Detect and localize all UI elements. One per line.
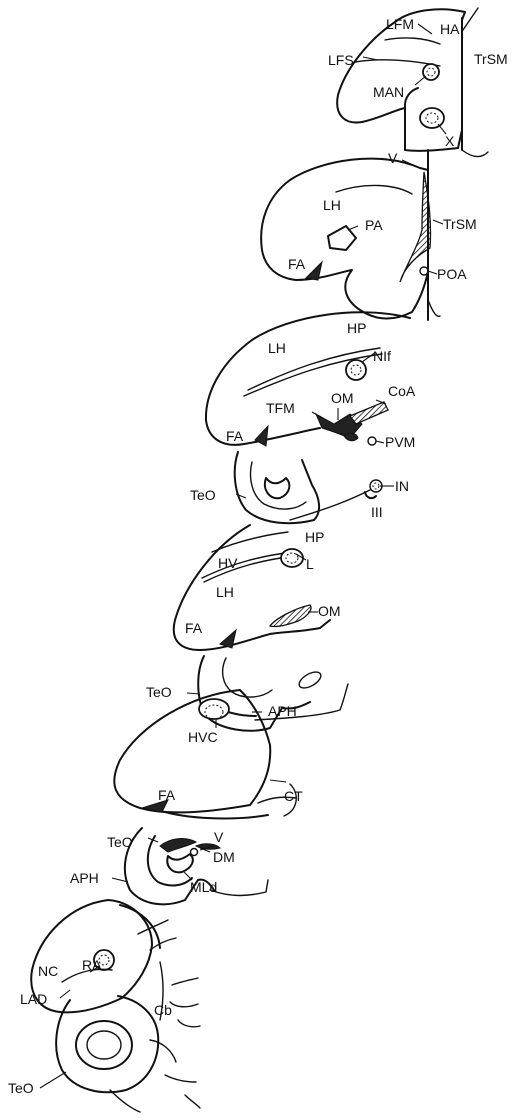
label-mld: MLd [190, 879, 217, 895]
label-fa-4: FA [158, 787, 176, 803]
label-v-1: V [388, 150, 398, 166]
label-fa-2: FA [226, 428, 244, 444]
label-lfm: LFM [386, 16, 414, 32]
section-5 [112, 684, 348, 904]
label-lh-1: LH [323, 197, 341, 213]
label-nc: NC [38, 963, 58, 979]
label-ra: RA [82, 957, 102, 973]
label-poa: POA [437, 266, 467, 282]
label-teo-1: TeO [190, 487, 216, 503]
label-lad: LAD [20, 991, 47, 1007]
label-hv: HV [218, 555, 238, 571]
label-man: MAN [373, 84, 404, 100]
label-teo-4: TeO [8, 1080, 34, 1096]
label-x: X [445, 133, 455, 149]
label-pa: PA [365, 217, 383, 233]
label-l: L [306, 556, 314, 572]
label-in: IN [395, 478, 409, 494]
label-trsm-2: TrSM [443, 216, 477, 232]
label-om-2: OM [318, 603, 341, 619]
label-cb: Cb [154, 1002, 172, 1018]
label-lfs: LFS [328, 52, 354, 68]
label-v-2: V [214, 829, 224, 845]
label-tfm: TFM [266, 400, 295, 416]
label-coa: CoA [388, 383, 416, 399]
label-lh-2: LH [268, 340, 286, 356]
label-aph-2: APH [70, 870, 99, 886]
label-dm: DM [213, 849, 235, 865]
label-pvm: PVM [385, 434, 415, 450]
label-ct: CT [284, 788, 303, 804]
label-iii: III [371, 504, 383, 520]
label-hp-1: HP [347, 320, 366, 336]
label-fa-1: FA [288, 256, 306, 272]
label-trsm-1: TrSM [474, 51, 508, 67]
label-lh-3: LH [216, 584, 234, 600]
label-ha: HA [440, 21, 460, 37]
label-fa-3: FA [185, 620, 203, 636]
label-teo-3: TeO [107, 834, 133, 850]
label-om-1: OM [331, 390, 354, 406]
label-teo-2: TeO [146, 684, 172, 700]
label-hp-2: HP [305, 529, 324, 545]
section-6 [31, 900, 200, 1112]
label-aph-1: APH [268, 703, 297, 719]
label-hvc: HVC [188, 729, 218, 745]
section-3 [206, 312, 410, 523]
label-nif: NIf [373, 348, 391, 364]
section-2 [261, 150, 443, 320]
